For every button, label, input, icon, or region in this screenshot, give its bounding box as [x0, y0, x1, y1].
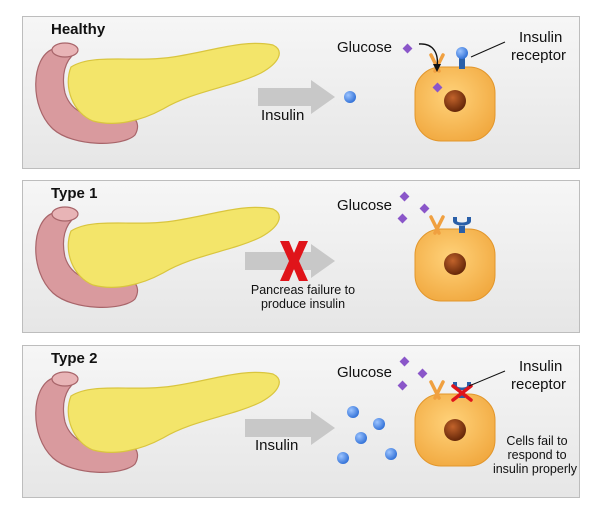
glucose-molecule: [419, 203, 430, 214]
failure-note-line1: Pancreas failure to: [250, 283, 356, 297]
insulin-receptor: [453, 217, 471, 233]
receptor-label-line2: receptor: [511, 376, 567, 393]
red-x-icon: [451, 384, 473, 402]
nucleus: [444, 90, 466, 112]
glucose-molecule: [397, 213, 408, 224]
panel-title: Type 2: [51, 350, 98, 367]
panel-title: Type 1: [51, 185, 98, 202]
glucose-transporter: [429, 215, 445, 235]
panel-type1: Type 1 Glucose Pancreas failure to: [22, 180, 580, 333]
insulin-molecule: [344, 91, 356, 103]
panel-title: Healthy: [51, 21, 106, 38]
glucose-entry-arrow: [418, 43, 439, 68]
insulin-receptor: [453, 382, 471, 398]
glucose-molecule: [402, 43, 413, 54]
insulin-molecule: [337, 452, 349, 464]
cell-note-line3: insulin properly: [492, 462, 578, 476]
insulin-molecule: [385, 448, 397, 460]
duodenum-opening: [51, 42, 79, 58]
insulin-receptor: [459, 55, 465, 69]
receptor-pointer: [470, 41, 506, 58]
nucleus: [444, 419, 466, 441]
glucose-molecule: [399, 191, 410, 202]
cell-note-line2: respond to: [507, 448, 567, 462]
arrow-label: Insulin: [255, 437, 299, 454]
glucose-label: Glucose: [337, 39, 393, 56]
insulin-arrow: [245, 411, 335, 445]
duodenum-opening: [51, 371, 79, 387]
failure-note-line2: produce insulin: [260, 297, 346, 311]
receptor-label-line2: receptor: [511, 47, 567, 64]
glucose-label: Glucose: [337, 197, 393, 214]
glucose-label: Glucose: [337, 364, 393, 381]
duodenum-opening: [51, 206, 79, 222]
nucleus: [444, 253, 466, 275]
receptor-label-line1: Insulin: [519, 358, 563, 375]
pancreas: [67, 206, 280, 288]
insulin-arrow: [258, 80, 335, 114]
cell-note-line1: Cells fail to: [506, 434, 568, 448]
red-x-icon: [280, 241, 308, 281]
receptor-pointer: [468, 370, 506, 387]
glucose-molecule: [417, 368, 428, 379]
insulin-molecule: [347, 406, 359, 418]
glucose-transporter: [429, 380, 445, 400]
panel-type2: Type 2 Insulin Glucos: [22, 345, 580, 498]
glucose-molecule: [397, 380, 408, 391]
insulin-molecule: [373, 418, 385, 430]
glucose-molecule: [399, 356, 410, 367]
panel-healthy: Healthy: [22, 16, 580, 169]
type1-illustration: [35, 191, 496, 308]
arrow-label: Insulin: [261, 107, 305, 124]
insulin-molecule: [355, 432, 367, 444]
receptor-label-line1: Insulin: [519, 29, 563, 46]
type2-illustration: [35, 356, 506, 473]
pancreas: [67, 371, 280, 453]
healthy-illustration: [35, 41, 506, 144]
pancreas: [67, 42, 280, 124]
